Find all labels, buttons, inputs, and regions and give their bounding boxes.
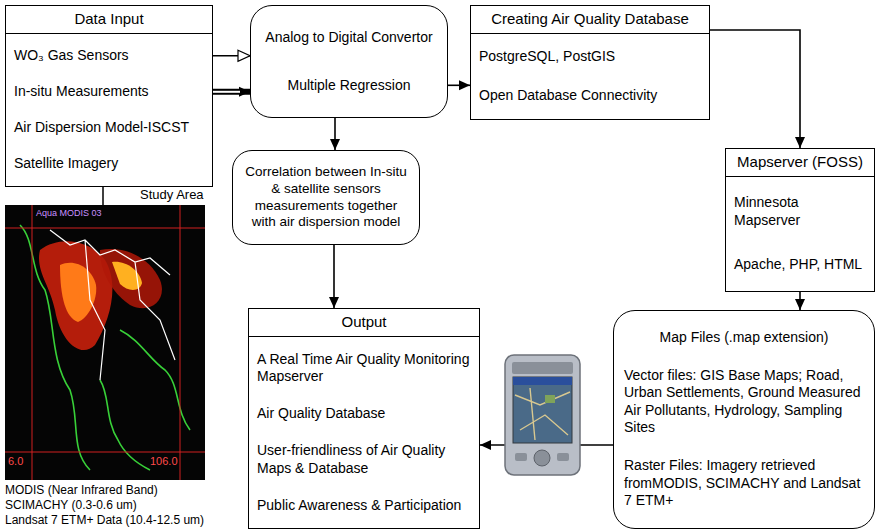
caption-line: SCIMACHY (0.3-0.6 um) bbox=[5, 498, 137, 513]
double-arrow bbox=[213, 89, 250, 95]
box-heading: Mapserver (FOSS) bbox=[726, 149, 874, 177]
box-heading: Output bbox=[249, 309, 479, 337]
haze-area bbox=[100, 249, 162, 308]
pda-device bbox=[505, 355, 580, 475]
list-item: Satellite Imagery bbox=[14, 155, 204, 173]
country-border bbox=[50, 230, 175, 380]
caption-line: MODIS (Near Infrared Band) bbox=[5, 483, 158, 498]
box-body: Minnesota MapserverApache, PHP, HTML bbox=[726, 177, 874, 291]
coastline bbox=[20, 225, 90, 470]
image-annotation: Aqua MODIS 03 bbox=[36, 208, 102, 219]
database-box: Creating Air Quality DatabasePostgreSQL,… bbox=[470, 5, 710, 120]
pda-button bbox=[515, 453, 527, 461]
box-body: WO₃ Gas SensorsIn-situ MeasurementsAir D… bbox=[6, 34, 212, 186]
image-ground bbox=[5, 205, 205, 480]
list-item: WO₃ Gas Sensors bbox=[14, 47, 204, 65]
flow-arrow bbox=[710, 30, 800, 148]
leader-line bbox=[102, 187, 104, 205]
box-text: Raster Files: Imagery retrieved fromMODI… bbox=[624, 457, 864, 510]
flow-arrow bbox=[448, 85, 470, 87]
pda-map-area bbox=[545, 395, 555, 403]
box-label: Analog to Digital Convertor bbox=[261, 29, 437, 47]
grid-line bbox=[180, 205, 181, 480]
list-item: Public Awareness & Participation bbox=[257, 497, 471, 515]
caption-line: Landsat 7 ETM+ Data (10.4-12.5 um) bbox=[5, 513, 204, 528]
double-arrow-core bbox=[213, 91, 240, 93]
pda-map-roads bbox=[515, 388, 570, 440]
coordinate-label: 6.0 bbox=[8, 455, 23, 469]
box-heading: Data Input bbox=[6, 6, 212, 34]
pda-button bbox=[557, 453, 569, 461]
box-text: Multiple Regression bbox=[261, 77, 437, 95]
list-item: User-friendliness of Air Quality Maps & … bbox=[257, 442, 471, 477]
grid-line bbox=[5, 228, 205, 229]
box-heading: Creating Air Quality Database bbox=[471, 6, 709, 34]
coordinate-label: 106.0 bbox=[150, 455, 178, 469]
list-item: A Real Time Air Quality Monitoring Mapse… bbox=[257, 351, 471, 386]
list-item: Open Database Connectivity bbox=[479, 87, 701, 105]
pda-body bbox=[505, 355, 580, 475]
server-box: Mapserver (FOSS)Minnesota MapserverApach… bbox=[725, 148, 875, 292]
flow-arrow bbox=[334, 118, 336, 150]
image-title: Study Area bbox=[140, 187, 204, 203]
process-box: Correlation between In-situ & satellite … bbox=[232, 150, 420, 245]
files-box: Map Files (.map extension) Vector files: … bbox=[613, 310, 875, 529]
pda-button bbox=[534, 450, 550, 466]
pda-screen bbox=[513, 377, 572, 443]
grid-line bbox=[5, 452, 205, 453]
flow-arrow bbox=[799, 292, 801, 310]
grid-line bbox=[32, 205, 33, 480]
list-item: In-situ Measurements bbox=[14, 83, 204, 101]
input-box: Data InputWO₃ Gas SensorsIn-situ Measure… bbox=[5, 5, 213, 187]
process-box: Analog to Digital ConvertorMultiple Regr… bbox=[250, 5, 448, 118]
list-item: Air Dispersion Model-ISCST bbox=[14, 119, 204, 137]
haze-core bbox=[112, 262, 142, 290]
box-body: A Real Time Air Quality Monitoring Mapse… bbox=[249, 337, 479, 528]
pda-top bbox=[512, 362, 573, 374]
list-item: Minnesota Mapserver bbox=[734, 194, 866, 229]
satellite-image bbox=[5, 205, 205, 480]
list-item: PostgreSQL, PostGIS bbox=[479, 48, 701, 66]
box-body: PostgreSQL, PostGIS Open Database Connect… bbox=[471, 34, 709, 119]
coastline bbox=[100, 380, 150, 470]
box-label: Map Files (.map extension) bbox=[624, 329, 864, 347]
flow-arrow bbox=[333, 245, 335, 308]
output-box: Output A Real Time Air Quality Monitoring… bbox=[248, 308, 480, 529]
list-item: Air Quality Database bbox=[257, 405, 471, 423]
box-text: Vector files: GIS Base Maps; Road, Urban… bbox=[624, 367, 864, 437]
pda-title-bar bbox=[513, 377, 572, 385]
list-item: Apache, PHP, HTML bbox=[734, 256, 866, 274]
haze-core bbox=[60, 263, 96, 322]
flow-arrow bbox=[213, 55, 250, 57]
box-label: Correlation between In-situ & satellite … bbox=[243, 164, 409, 232]
